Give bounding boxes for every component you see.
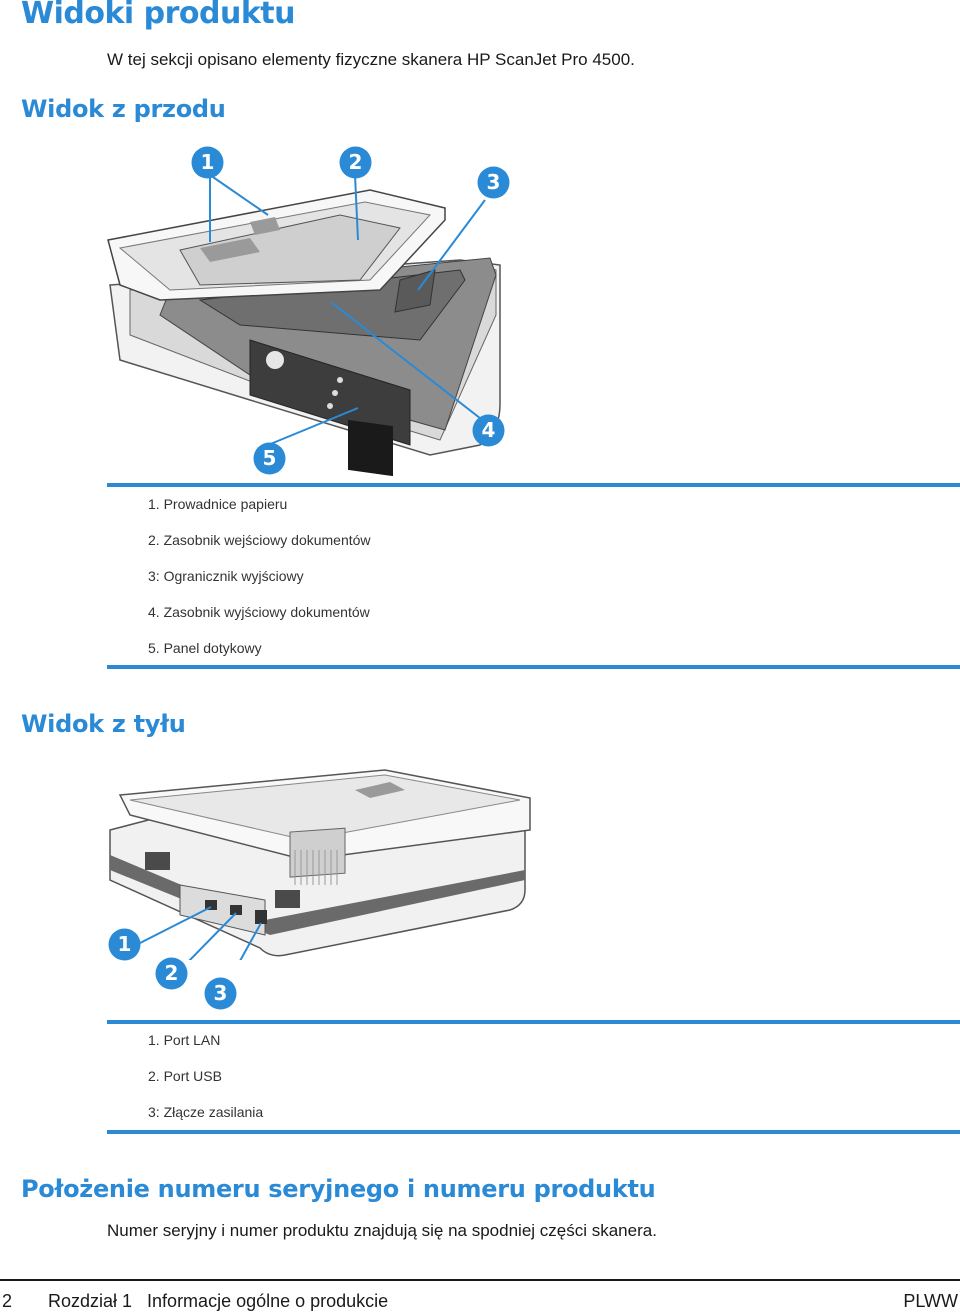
front-scanner-illustration xyxy=(107,174,501,477)
page-title: Widoki produktu xyxy=(21,0,296,31)
callout-2: 2 xyxy=(339,146,372,179)
callout-5: 5 xyxy=(253,442,286,475)
list-item: 3: Złącze zasilania xyxy=(148,1104,264,1120)
front-view-heading: Widok z przodu xyxy=(21,95,226,123)
svg-text:1: 1 xyxy=(118,932,132,956)
back-callout-3: 3 xyxy=(204,977,237,1010)
list-item: 2. Port USB xyxy=(148,1068,222,1084)
back-rule-top xyxy=(107,1020,960,1024)
back-callout-2: 2 xyxy=(155,957,188,990)
footer-chapter: Rozdział 1 Informacje ogólne o produkcie xyxy=(48,1291,389,1311)
serial-text: Numer seryjny i numer produktu znajdują … xyxy=(107,1221,657,1240)
list-item: 1. Port LAN xyxy=(148,1032,221,1048)
svg-text:2: 2 xyxy=(165,961,179,985)
back-scanner-illustration xyxy=(109,769,531,960)
svg-text:3: 3 xyxy=(487,170,501,194)
back-view-heading: Widok z tyłu xyxy=(21,710,186,738)
svg-text:1: 1 xyxy=(201,150,215,174)
footer-rule xyxy=(0,1279,960,1281)
callout-3: 3 xyxy=(477,166,510,199)
svg-text:3: 3 xyxy=(214,981,228,1005)
serial-heading: Położenie numeru seryjnego i numeru prod… xyxy=(21,1175,656,1203)
front-rule-top xyxy=(107,483,960,487)
list-item: 1. Prowadnice papieru xyxy=(148,496,288,512)
callout-1: 1 xyxy=(191,146,224,179)
svg-text:4: 4 xyxy=(482,418,496,442)
svg-text:5: 5 xyxy=(263,446,277,470)
front-rule-bottom xyxy=(107,665,960,669)
list-item: 2. Zasobnik wejściowy dokumentów xyxy=(148,532,371,548)
callout-4: 4 xyxy=(472,414,505,447)
list-item: 3: Ogranicznik wyjściowy xyxy=(148,568,304,584)
back-legend: 1. Port LAN 2. Port USB 3: Złącze zasila… xyxy=(148,1022,263,1130)
back-rule-bottom xyxy=(107,1130,960,1134)
footer-code: PLWW xyxy=(903,1291,958,1311)
list-item: 5. Panel dotykowy xyxy=(148,640,262,656)
list-item: 4. Zasobnik wyjściowy dokumentów xyxy=(148,604,370,620)
front-legend: 1. Prowadnice papieru 2. Zasobnik wejści… xyxy=(148,486,371,666)
svg-text:2: 2 xyxy=(349,150,363,174)
intro-text: W tej sekcji opisano elementy fizyczne s… xyxy=(107,50,635,69)
footer-page-number: 2 xyxy=(2,1291,13,1311)
back-callout-1: 1 xyxy=(108,928,141,961)
